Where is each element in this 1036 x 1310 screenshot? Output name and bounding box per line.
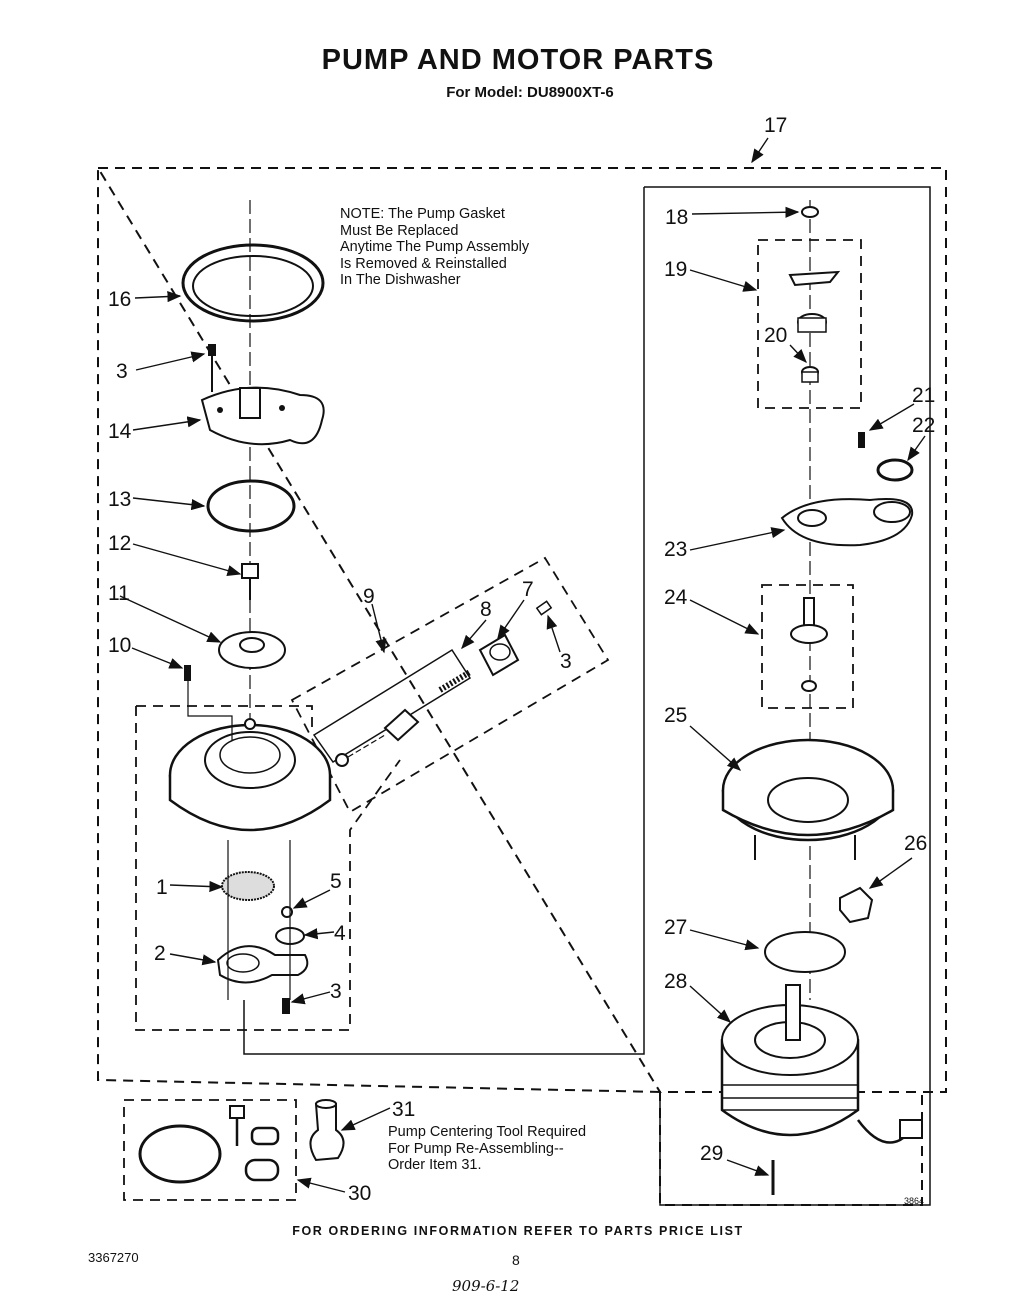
callout-2: 2 [154,942,166,965]
part-2-bracket [216,945,309,984]
callout-7: 7 [522,578,534,601]
note-line: Pump Centering Tool Required [388,1124,587,1140]
part-19-linkage [788,270,841,333]
callout-24: 24 [664,586,688,609]
callout-3a: 3 [116,360,128,383]
callout-5: 5 [330,870,342,893]
page-title: PUMP AND MOTOR PARTS [321,44,715,76]
callout-23: 23 [664,538,687,561]
part-12-bolt [241,563,259,600]
part-30-kit [138,1105,280,1184]
note-line: Anytime The Pump Assembly [340,239,530,255]
part-10-screw [184,665,191,681]
gasket-note: NOTE: The Pump Gasket Must Be Replaced A… [340,206,529,289]
callout-8: 8 [480,598,492,621]
callout-1: 1 [156,876,168,899]
callout-16: 16 [108,288,131,311]
callout-10: 10 [108,634,131,657]
callout-25: 25 [664,704,687,727]
part-22-seal [876,458,914,482]
callout-31: 31 [392,1098,415,1121]
callout-28: 28 [664,970,687,993]
pump-assembly-box [135,705,401,1031]
callout-3c: 3 [330,980,342,1003]
callout-20: 20 [764,324,787,347]
model-subtitle: For Model: DU8900XT-6 [446,84,614,101]
callout-3b: 3 [560,650,572,673]
callout-21: 21 [912,384,935,407]
callout-22: 22 [912,414,935,437]
pump-body [168,718,332,832]
part-3-screw-lower [282,998,290,1014]
centering-tool-note: Pump Centering Tool Required For Pump Re… [388,1124,586,1174]
callout-11: 11 [108,582,130,605]
callout-30: 30 [348,1182,371,1205]
part-26-clip [839,886,874,924]
note-line: NOTE: The Pump Gasket [340,206,505,222]
callout-27: 27 [664,916,687,939]
part-14-housing [200,386,325,446]
part-27-washer [764,931,846,973]
part-7-8-valve [335,600,553,767]
image-code: 3864 [904,1196,925,1206]
note-line: Order Item 31. [388,1157,482,1173]
ordering-info: FOR ORDERING INFORMATION REFER TO PARTS … [292,1224,744,1238]
part-11-impeller [218,631,286,669]
note-line: Must Be Replaced [340,222,459,239]
callout-26: 26 [904,832,927,855]
callout-9: 9 [363,585,375,608]
note-line: For Pump Re-Assembling-- [388,1140,564,1157]
callout-4: 4 [334,922,346,945]
item-24-box [761,584,854,709]
page-number: 8 [512,1252,520,1268]
part-23-plate [780,498,914,547]
part-3-screw-top [208,344,216,392]
callout-18: 18 [665,206,688,229]
part-31-centering-tool [309,1099,345,1162]
part-25-motor-mount [721,738,895,860]
callout-14: 14 [108,420,132,443]
note-line: In The Dishwasher [340,272,461,288]
part-1-filter [221,871,275,901]
item-9-box [290,556,610,814]
part-24-shaft [790,597,828,692]
document-number: 3367270 [88,1250,139,1265]
item-30-box [123,1099,297,1201]
note-line: Is Removed & Reinstalled [340,255,507,272]
part-28-motor [720,984,923,1144]
callout-19: 19 [664,258,687,281]
part-21-screw [858,432,865,448]
callout-29: 29 [700,1142,723,1165]
callout-12: 12 [108,532,131,555]
part-20-bushing [801,366,819,383]
part-18-nut [801,206,819,218]
callout-13: 13 [108,488,131,511]
part-16-gasket [181,243,325,323]
handwritten-note: 909-6-12 [452,1277,520,1295]
callout-17: 17 [764,114,787,137]
part-13-ring [206,479,296,533]
